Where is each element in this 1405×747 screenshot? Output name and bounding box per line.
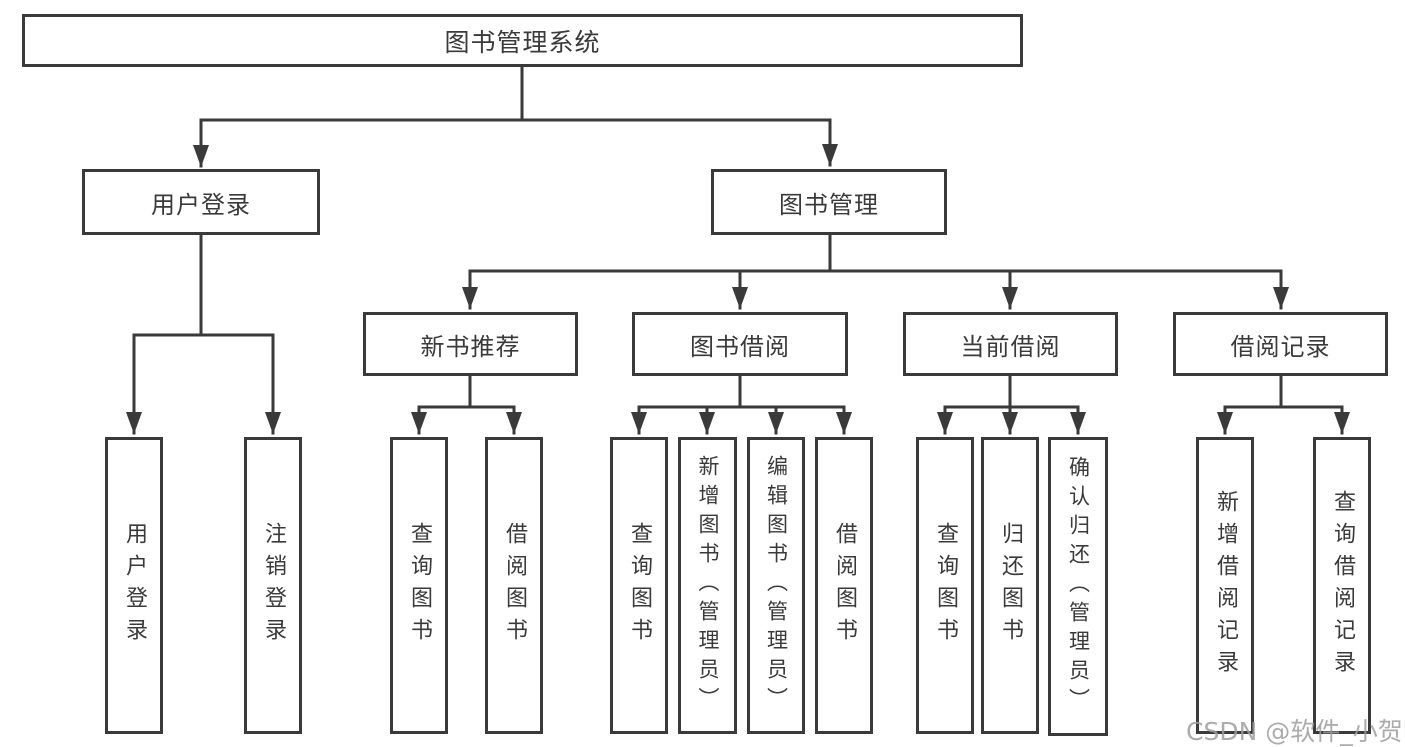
leaf-borrow-books-borrowing: 借阅图书 xyxy=(815,437,873,734)
leaf-query-borrow-record: 查询借阅记录 xyxy=(1313,437,1371,734)
leaf-return-books: 归还图书 xyxy=(981,437,1039,734)
leaf-edit-books-admin: 编辑图书（管理员） xyxy=(747,437,805,734)
node-book-borrowing: 图书借阅 xyxy=(632,312,848,376)
leaf-query-books-recommend: 查询图书 xyxy=(390,437,448,734)
leaf-add-borrow-record: 新增借阅记录 xyxy=(1196,437,1254,734)
connector-root-to-level2 xyxy=(193,65,838,168)
node-current-borrowing: 当前借阅 xyxy=(903,312,1118,376)
node-book-management-system: 图书管理系统 xyxy=(22,14,1023,67)
leaf-add-books-admin: 新增图书（管理员） xyxy=(678,437,737,734)
connector-book-management-to-level3 xyxy=(462,233,1289,310)
leaf-user-login: 用户登录 xyxy=(105,437,163,734)
leaf-confirm-return-admin: 确认归还（管理员） xyxy=(1048,437,1108,736)
connector-current-borrowing-to-leaves xyxy=(937,374,1086,435)
connector-book-borrowing-to-leaves xyxy=(631,374,852,435)
leaf-borrow-books-recommend: 借阅图书 xyxy=(485,437,543,734)
node-new-book-recommendation: 新书推荐 xyxy=(363,312,578,376)
connector-new-book-to-leaves xyxy=(411,374,522,435)
leaf-query-books-borrowing: 查询图书 xyxy=(610,437,668,734)
leaf-logout: 注销登录 xyxy=(244,437,302,734)
node-user-login: 用户登录 xyxy=(82,169,320,235)
leaf-query-books-current: 查询图书 xyxy=(916,437,974,734)
csdn-watermark: CSDN @软件_小贺同学 xyxy=(1186,717,1405,746)
connector-user-login-to-leaves xyxy=(126,233,281,435)
node-book-management: 图书管理 xyxy=(711,169,947,235)
node-borrowing-records: 借阅记录 xyxy=(1173,312,1388,376)
connector-borrow-records-to-leaves xyxy=(1217,374,1350,435)
